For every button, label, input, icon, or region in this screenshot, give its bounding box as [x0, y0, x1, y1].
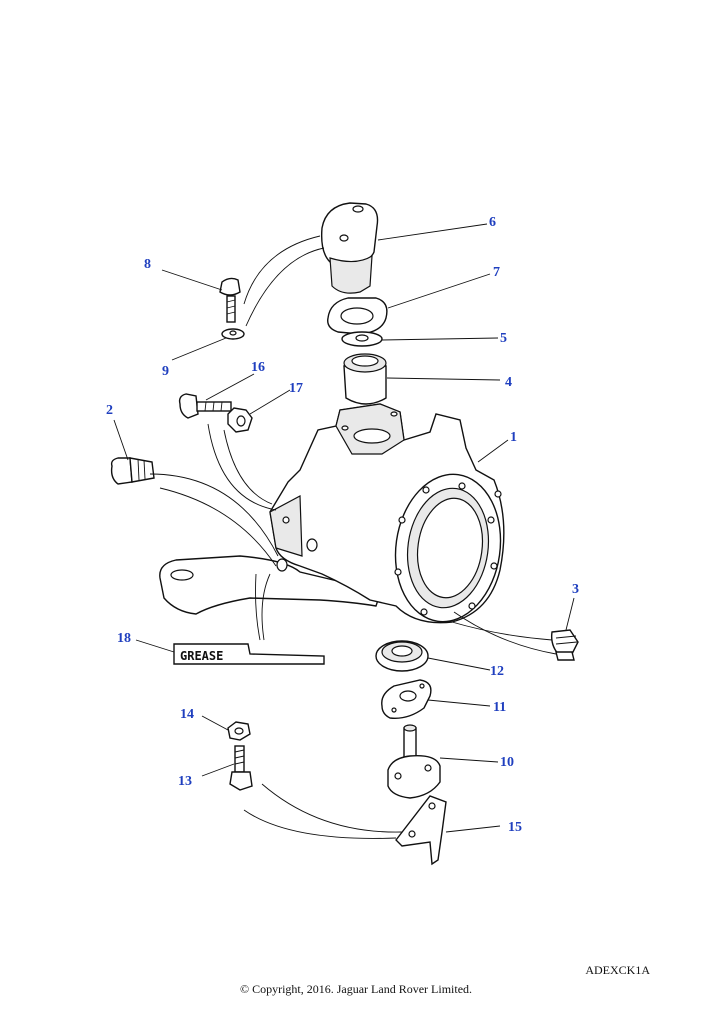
part-8-bolt [219, 277, 241, 323]
callout-12: 12 [490, 664, 504, 679]
part-16-bolt [178, 393, 232, 419]
part-2-plug [110, 457, 155, 485]
part-5-shim [341, 331, 383, 347]
callout-6: 6 [489, 215, 496, 230]
callout-9: 9 [162, 364, 169, 379]
part-18-grease-label: GREASE [173, 643, 325, 665]
callout-15: 15 [508, 820, 522, 835]
part-10-lower-pin [387, 724, 441, 799]
part-12-bearing [375, 640, 429, 672]
part-1-swivel-housing [159, 403, 505, 624]
callout-2: 2 [106, 403, 113, 418]
callout-17: 17 [289, 381, 303, 396]
callout-18: 18 [117, 631, 131, 646]
part-14-nut [227, 721, 251, 741]
callout-10: 10 [500, 755, 514, 770]
part-4-bush [343, 353, 387, 405]
callout-13: 13 [178, 774, 192, 789]
part-15-bracket [395, 795, 447, 866]
callout-16: 16 [251, 360, 265, 375]
part-11-gasket [381, 679, 432, 719]
part-13-bolt [229, 745, 253, 791]
part-6-top-pin-housing [320, 202, 379, 294]
part-9-washer [221, 328, 245, 340]
part-3-plug [550, 629, 579, 661]
callout-8: 8 [144, 257, 151, 272]
callout-3: 3 [572, 582, 579, 597]
callout-11: 11 [493, 700, 506, 715]
part-17-nut [227, 407, 253, 433]
callout-5: 5 [500, 331, 507, 346]
callouts: 1 2 3 4 5 6 7 8 9 10 11 12 13 14 15 16 1… [106, 215, 579, 835]
leader-lines [113, 223, 575, 839]
copyright-notice: © Copyright, 2016. Jaguar Land Rover Lim… [239, 982, 473, 996]
callout-1: 1 [510, 430, 517, 445]
callout-7: 7 [493, 265, 500, 280]
grease-label-text: GREASE [180, 649, 223, 663]
diagram-code: ADEXCK1A [585, 963, 650, 977]
part-7-gasket [327, 297, 388, 335]
callout-14: 14 [180, 707, 194, 722]
callout-4: 4 [505, 375, 512, 390]
